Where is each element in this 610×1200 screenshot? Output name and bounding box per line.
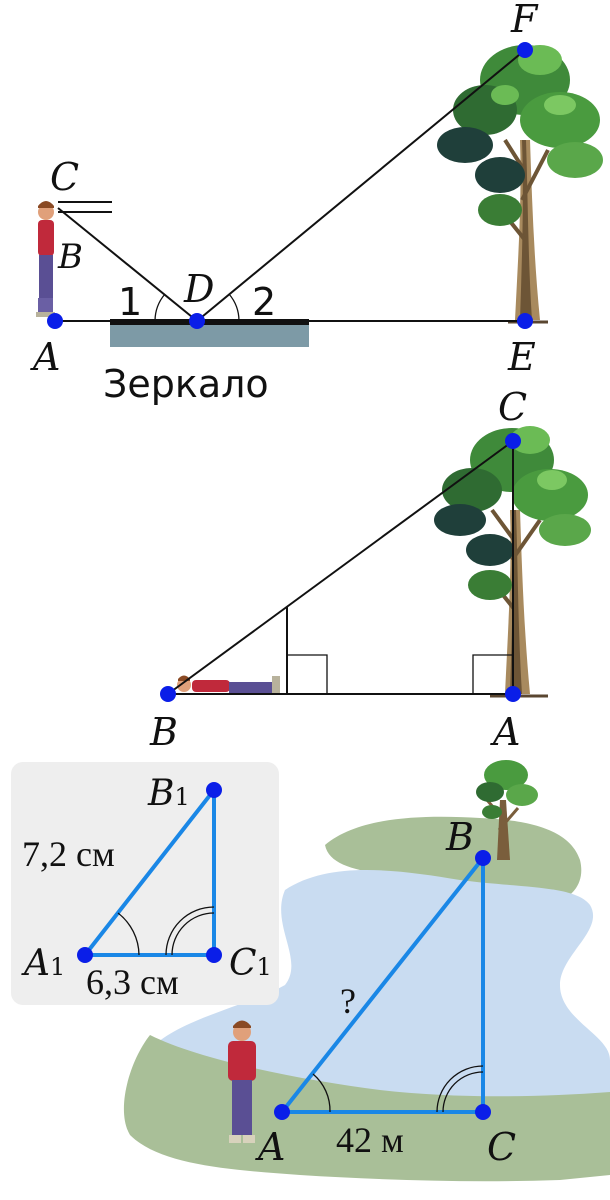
point-F bbox=[517, 42, 533, 58]
mirror-label: Зеркало bbox=[103, 362, 269, 406]
angle-C-arc-inner bbox=[442, 1071, 484, 1113]
label-D: D bbox=[183, 267, 214, 311]
point-A bbox=[505, 686, 521, 702]
point-B1 bbox=[206, 782, 222, 798]
far-bank bbox=[325, 816, 582, 900]
segment-BD bbox=[57, 207, 198, 322]
label-A: A bbox=[30, 335, 60, 379]
segment-BC bbox=[167, 440, 514, 695]
point-C bbox=[505, 433, 521, 449]
side-A1C1-length: 6,3 см bbox=[86, 962, 179, 1002]
right-angle-mark bbox=[287, 654, 328, 694]
angle-A-arc bbox=[312, 1073, 331, 1113]
angle-2-label: 2 bbox=[252, 280, 276, 324]
label-F: F bbox=[510, 0, 539, 41]
point-D bbox=[189, 313, 205, 329]
person-icon bbox=[228, 1020, 256, 1143]
point-C1 bbox=[206, 947, 222, 963]
label-B: B bbox=[57, 237, 83, 277]
point-B bbox=[475, 850, 491, 866]
label-C1: C1 bbox=[229, 943, 272, 984]
point-E bbox=[517, 313, 533, 329]
small-angle-A1-arc bbox=[117, 912, 140, 956]
label-B: B bbox=[149, 710, 178, 754]
person-lying-icon bbox=[177, 675, 280, 694]
figure2: C B A bbox=[149, 385, 591, 754]
point-B bbox=[160, 686, 176, 702]
small-segment-A1B1 bbox=[83, 788, 216, 957]
segment-DF bbox=[196, 49, 526, 322]
label-E: E bbox=[507, 335, 536, 379]
label-A: A bbox=[255, 1125, 285, 1169]
label-B: B bbox=[445, 815, 474, 859]
tree-icon bbox=[437, 45, 603, 324]
point-A1 bbox=[77, 947, 93, 963]
tree-icon bbox=[476, 760, 538, 860]
label-A: A bbox=[490, 710, 520, 754]
point-A bbox=[274, 1104, 290, 1120]
side-AC-length: 42 м bbox=[336, 1120, 404, 1160]
person-icon bbox=[36, 201, 55, 317]
small-angle-C1-arc-inner bbox=[171, 912, 215, 956]
unknown-side-label: ? bbox=[340, 981, 356, 1021]
right-angle-mark bbox=[472, 654, 513, 694]
angle-2-arc bbox=[228, 293, 240, 322]
figure3: B A C ? 42 м B1 A1 C1 7,2 см 6,3 см bbox=[11, 760, 610, 1182]
label-B1: B1 bbox=[147, 773, 190, 814]
point-C bbox=[475, 1104, 491, 1120]
label-C: C bbox=[498, 385, 527, 429]
mirror-glass bbox=[110, 325, 309, 347]
segment-AB bbox=[280, 856, 485, 1114]
angle-1-label: 1 bbox=[118, 280, 142, 324]
tree-icon bbox=[434, 426, 591, 698]
angle-C-arc-outer bbox=[436, 1065, 484, 1113]
figure1: C B D F A E 1 2 Зеркало bbox=[30, 0, 603, 406]
small-angle-C1-arc-outer bbox=[165, 906, 215, 956]
label-C: C bbox=[487, 1125, 516, 1169]
side-A1B1-length: 7,2 см bbox=[22, 834, 115, 874]
river bbox=[150, 870, 610, 1120]
label-C: C bbox=[50, 155, 79, 199]
label-A1: A1 bbox=[21, 943, 65, 984]
angle-1-arc bbox=[154, 293, 166, 322]
point-A bbox=[47, 313, 63, 329]
